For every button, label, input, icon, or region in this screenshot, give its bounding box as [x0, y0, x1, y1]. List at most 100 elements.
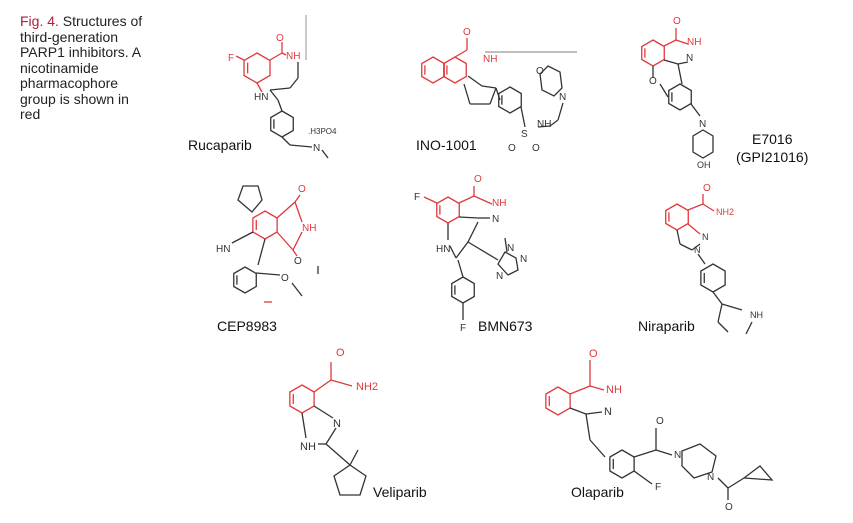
compound-name: Niraparib: [638, 318, 695, 334]
bond: [569, 385, 591, 395]
bond: [457, 259, 464, 278]
atom-label: HN: [436, 244, 450, 255]
bond: [687, 203, 704, 211]
atom-label: N: [333, 418, 341, 430]
bond: [294, 194, 301, 203]
stereo-bond: [349, 449, 359, 466]
bond: [702, 203, 715, 212]
ring: [668, 83, 692, 111]
bond: [325, 427, 337, 445]
atom-label: O: [725, 502, 733, 513]
bond: [659, 83, 669, 98]
bond: [557, 102, 564, 121]
compound-alt-name: (GPI21016): [736, 149, 808, 165]
bond: [325, 443, 351, 466]
atom-label: F: [414, 192, 420, 203]
bond: [269, 52, 283, 61]
bond: [458, 195, 475, 204]
bond: [677, 61, 689, 65]
bond: [281, 52, 287, 56]
bond: [489, 87, 497, 105]
figure-label: Fig. 4.: [20, 13, 59, 29]
bond: [281, 136, 291, 146]
ring: [498, 86, 522, 114]
bond: [277, 99, 283, 112]
bond: [330, 379, 353, 387]
bond: [569, 407, 587, 415]
atom-label: HN: [254, 92, 268, 103]
bond: [301, 412, 307, 439]
bond: [537, 125, 551, 128]
bond: [745, 321, 753, 335]
bond: [321, 149, 329, 159]
bond: [655, 449, 673, 456]
structure-olaparib: O NH N O N N F O Olaparib: [571, 348, 733, 513]
bond: [294, 201, 303, 223]
compound-name: Olaparib: [571, 484, 624, 500]
bond: [255, 272, 281, 276]
compound-name: INO-1001: [416, 137, 477, 153]
compound-name: CEP8983: [217, 318, 277, 334]
atom-label: N: [699, 119, 706, 130]
structure-bmn673: F O NH N HN N N N F BMN673: [414, 174, 533, 334]
atom-label: O: [703, 183, 711, 194]
atom-label: O: [298, 184, 306, 195]
atom-label: F: [655, 482, 661, 493]
bond: [467, 221, 479, 243]
bond: [633, 449, 657, 458]
atom-label: NH: [300, 441, 316, 453]
bond: [679, 243, 693, 251]
atom-label: O: [276, 33, 284, 44]
atom-label: O: [463, 27, 471, 38]
ring: [681, 443, 717, 479]
bond: [697, 253, 706, 265]
atom-label: F: [460, 323, 466, 334]
structure-niraparib: O NH2 N N NH Niraparib: [638, 183, 763, 334]
atom-label: HN: [216, 244, 230, 255]
bond: [504, 237, 508, 253]
bond: [423, 196, 438, 204]
atom-label: O: [649, 76, 657, 87]
bond-layer: [231, 15, 774, 500]
bond: [257, 238, 266, 266]
ring: [692, 129, 714, 159]
compound-name: E7016: [752, 131, 793, 147]
bond: [717, 303, 723, 323]
bond: [717, 477, 729, 489]
atom-label: O: [673, 16, 681, 27]
atom-label: S: [521, 129, 528, 140]
atom-label: N: [702, 232, 709, 242]
bond: [292, 249, 298, 257]
atom-label: O: [281, 273, 289, 284]
structure-e7016: O NH N O N OH E7016 (GPI21016): [649, 16, 808, 170]
bond: [231, 231, 254, 244]
atom-label: NH2: [356, 381, 378, 393]
bond: [467, 75, 483, 87]
structure-veliparib: O NH2 N NH Veliparib: [300, 347, 427, 500]
bond: [691, 243, 701, 251]
structure-ino-1001: O NH O N NH S O O INO-1001: [416, 27, 566, 154]
bond: [289, 77, 299, 89]
bond: [458, 216, 479, 219]
bond: [455, 241, 469, 259]
bond: [481, 85, 497, 89]
atom-label: O: [589, 348, 598, 360]
structure-rucaparib: F O NH HN .H3PO4 N Rucaparib: [188, 33, 337, 154]
atom-label: .H3PO4: [308, 127, 337, 136]
atom-label: N: [604, 406, 612, 418]
bond: [291, 282, 303, 297]
bond: [589, 385, 605, 391]
atom-label: NH: [492, 198, 506, 209]
bond: [663, 59, 679, 65]
ring: [443, 56, 467, 84]
ring: [742, 465, 774, 481]
atom-label: NH: [483, 54, 497, 65]
bond: [289, 144, 313, 148]
bond: [276, 231, 294, 251]
atom-label: NH: [302, 223, 316, 234]
atom-label: N: [694, 245, 701, 255]
bond: [449, 245, 457, 259]
bond: [675, 39, 689, 45]
bond: [292, 231, 303, 251]
